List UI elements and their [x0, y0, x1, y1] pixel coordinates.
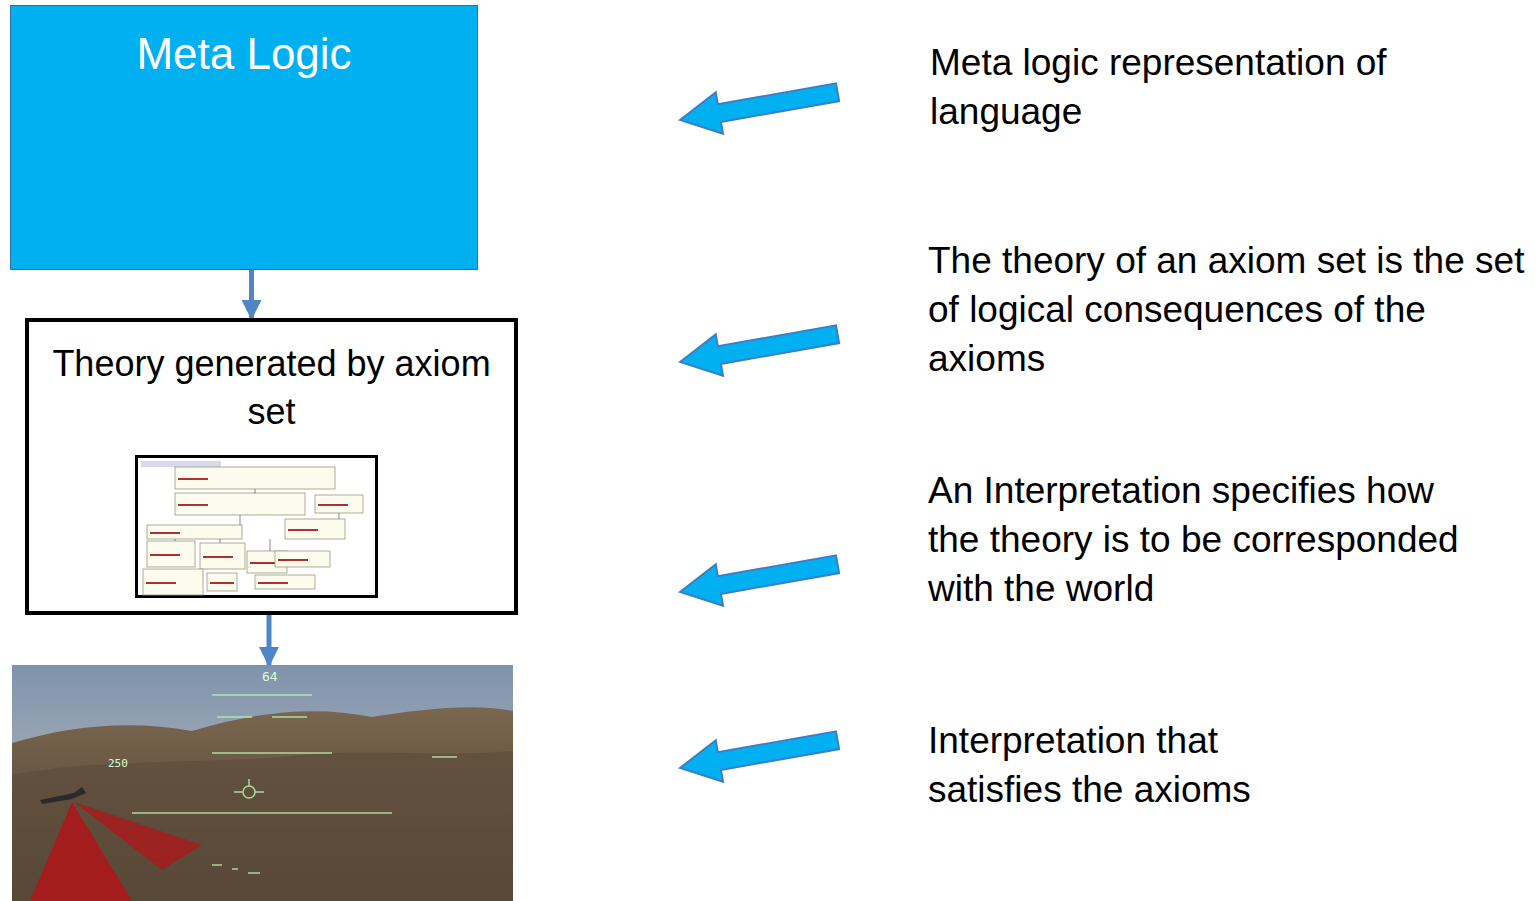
annotation-note: Interpretation that satisfies the axioms: [928, 716, 1298, 814]
hud-readout: 250: [108, 757, 128, 770]
flight-simulator-scene: [12, 665, 513, 901]
hud-readout: 64: [262, 669, 278, 684]
block-arrow: [676, 720, 841, 789]
block-arrow: [676, 72, 841, 141]
annotation-note: Meta logic representation of language: [930, 38, 1430, 136]
flow-arrow: [267, 615, 272, 665]
block-arrow: [676, 314, 841, 383]
node-title: Theory generated by axiom set: [39, 340, 504, 436]
uml-thumbnail: [135, 455, 378, 598]
theory-box: Theory generated by axiom set: [25, 318, 518, 615]
interpretation-image: 64 250: [12, 665, 513, 901]
annotation-note: An Interpretation specifies how the theo…: [928, 466, 1473, 613]
node-title: Meta Logic: [11, 28, 477, 80]
flow-arrow: [249, 270, 254, 318]
annotation-note: The theory of an axiom set is the set of…: [928, 236, 1533, 383]
meta-logic-box: Meta Logic: [10, 5, 478, 270]
block-arrow: [676, 544, 841, 613]
